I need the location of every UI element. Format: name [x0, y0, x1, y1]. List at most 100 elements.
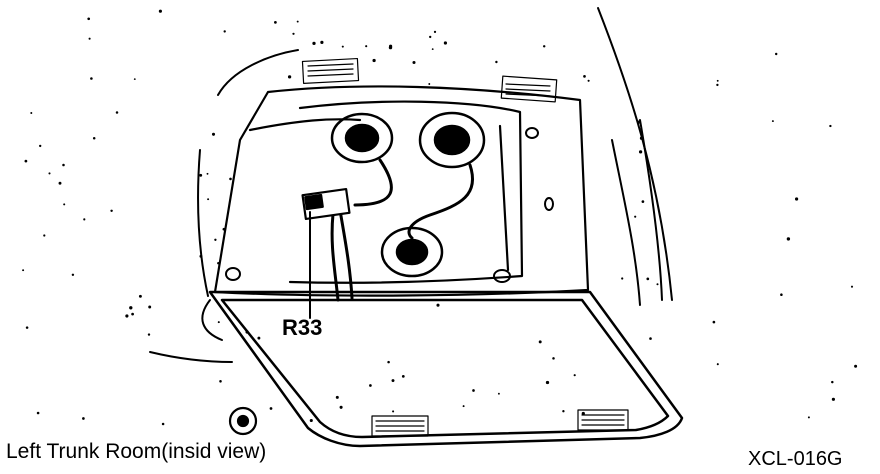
stipple-dot: [133, 78, 136, 80]
stipple-dot: [206, 172, 209, 175]
stipple-dot: [634, 215, 637, 218]
stipple-dot: [87, 17, 91, 21]
stipple-dot: [780, 293, 783, 296]
stipple-dot: [312, 41, 316, 46]
stipple-dot: [587, 79, 590, 82]
stipple-dot: [138, 294, 142, 298]
stipple-dot: [497, 392, 500, 395]
stipple-dot: [341, 45, 344, 48]
stipple-dot: [573, 374, 576, 377]
stipple-dot: [92, 136, 96, 140]
trunk-lid-flap: [208, 290, 684, 448]
stipple-dot: [211, 132, 216, 136]
stipple-dot: [199, 173, 203, 177]
circled-marker: [228, 406, 258, 436]
lamp-housing: [213, 85, 590, 297]
stipple-dot: [829, 124, 832, 128]
stipple-dot: [148, 305, 152, 309]
stipple-dot: [387, 360, 390, 364]
stipple-dot: [43, 234, 46, 237]
stipple-dot: [217, 261, 220, 265]
stipple-dot: [222, 227, 226, 231]
texture-stipple: [22, 9, 858, 426]
stipple-dot: [646, 277, 650, 281]
stipple-dot: [24, 159, 28, 163]
figure-caption: Left Trunk Room(insid view): [6, 440, 267, 463]
stipple-dot: [30, 112, 33, 114]
stipple-dot: [39, 144, 42, 148]
stipple-dot: [339, 405, 343, 409]
stipple-dot: [401, 375, 405, 378]
stipple-dot: [115, 111, 119, 114]
stipple-dot: [207, 198, 210, 201]
stipple-dot: [831, 380, 834, 384]
stipple-dot: [129, 306, 133, 310]
stipple-dot: [854, 364, 858, 368]
r33-callout-label: R33: [282, 315, 323, 340]
bulb-sockets: [330, 111, 486, 278]
stipple-dot: [110, 209, 113, 213]
stipple-dot: [369, 384, 372, 387]
stipple-dot: [392, 410, 395, 413]
stipple-dot: [716, 363, 719, 366]
stipple-dot: [309, 418, 313, 423]
stipple-dot: [320, 40, 324, 45]
stipple-dot: [292, 32, 295, 35]
stipple-dot: [372, 58, 376, 63]
stipple-dot: [495, 60, 498, 64]
stipple-dot: [58, 181, 62, 185]
stipple-dot: [581, 411, 585, 416]
stipple-dot: [716, 83, 719, 87]
stipple-dot: [641, 200, 645, 203]
stipple-dot: [786, 237, 791, 241]
stipple-dot: [637, 120, 641, 124]
stipple-dot: [429, 35, 432, 39]
stipple-dot: [71, 273, 75, 276]
stipple-dot: [83, 218, 86, 221]
stipple-dot: [62, 163, 65, 167]
stipple-dot: [36, 411, 40, 415]
stipple-dot: [428, 83, 431, 85]
stipple-dot: [229, 177, 232, 181]
stipple-dot: [433, 30, 437, 34]
stipple-dot: [269, 407, 273, 410]
stipple-dot: [365, 45, 368, 48]
stipple-dot: [831, 397, 835, 401]
stipple-dot: [199, 254, 203, 258]
stipple-dot: [219, 380, 222, 383]
stipple-dot: [545, 380, 550, 385]
stipple-dot: [391, 379, 395, 383]
stipple-dot: [25, 326, 29, 329]
stipple-dot: [431, 48, 434, 50]
stipple-dot: [214, 238, 217, 241]
stipple-dot: [850, 285, 854, 288]
upper-tags: [301, 57, 558, 103]
stipple-dot: [538, 340, 542, 344]
stipple-dot: [443, 41, 447, 45]
stipple-dot: [807, 416, 810, 419]
stipple-dot: [335, 395, 339, 399]
stipple-dot: [158, 9, 162, 13]
stipple-dot: [388, 44, 393, 48]
stipple-dot: [649, 337, 652, 340]
stipple-dot: [774, 52, 778, 56]
stipple-dot: [131, 312, 134, 316]
stipple-dot: [296, 20, 299, 23]
flap-tags: [371, 409, 629, 437]
stipple-dot: [82, 417, 85, 420]
stipple-dot: [287, 75, 292, 79]
stipple-dot: [63, 203, 66, 206]
trunk-body-outline: [149, 7, 673, 363]
stipple-dot: [462, 405, 465, 408]
stipple-dot: [639, 136, 644, 140]
stipple-dot: [552, 357, 555, 360]
stipple-dot: [412, 60, 416, 65]
stipple-dot: [217, 321, 220, 324]
stipple-dot: [147, 333, 151, 336]
stipple-dot: [562, 410, 565, 413]
stipple-dot: [223, 30, 226, 33]
r33-connector: [301, 187, 351, 221]
stipple-dot: [436, 303, 440, 307]
stipple-dot: [712, 320, 716, 324]
